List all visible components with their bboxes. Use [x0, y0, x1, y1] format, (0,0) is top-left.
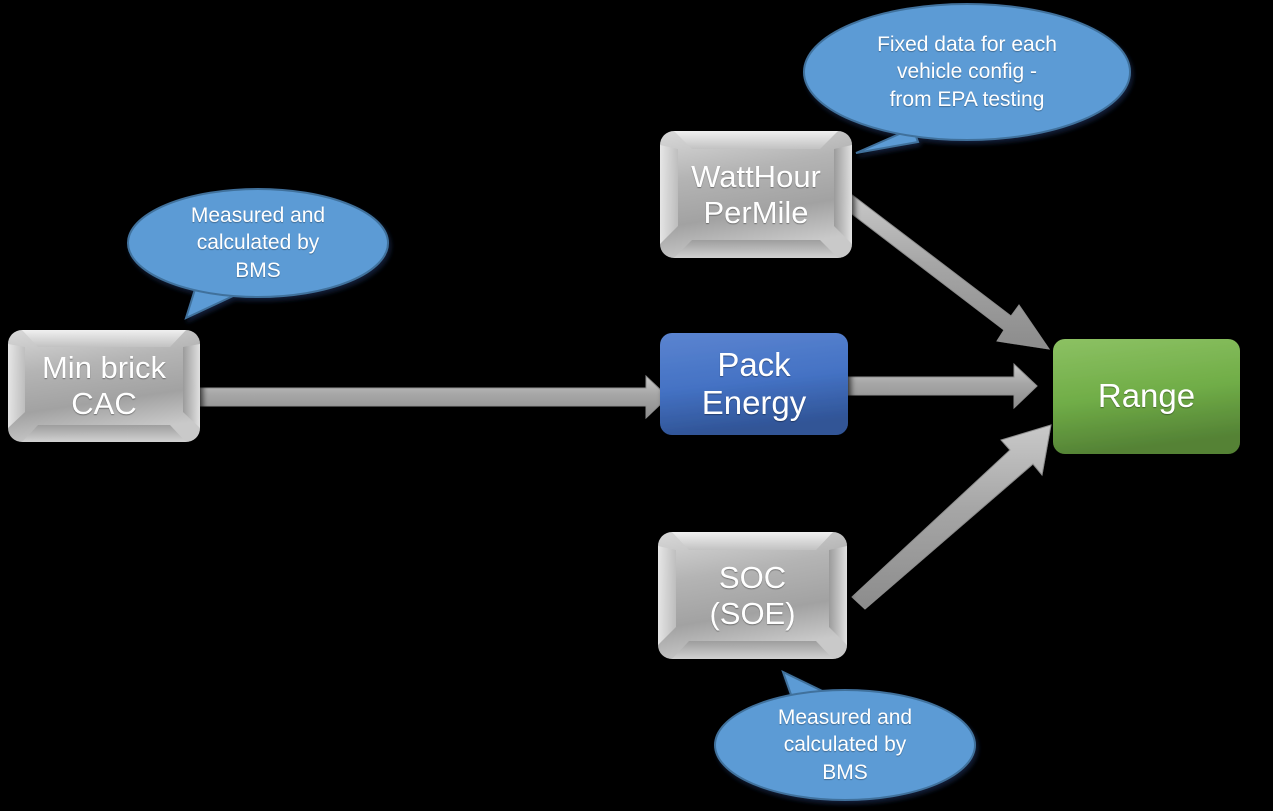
callout-bms-soc	[714, 670, 976, 801]
callout-epa	[803, 3, 1131, 154]
node-range[interactable]	[1053, 339, 1240, 454]
arrow-soc-to-range	[851, 424, 1052, 610]
node-soc-soe[interactable]	[658, 532, 847, 659]
arrow-whpm-to-range	[843, 193, 1051, 350]
node-pack-energy[interactable]	[660, 333, 848, 435]
arrow-pack-to-range	[847, 362, 1038, 410]
node-min-brick-cac[interactable]	[8, 330, 200, 442]
node-watt-hour-per-mile[interactable]	[660, 131, 852, 258]
arrow-cac-to-pack	[199, 374, 669, 420]
callout-bms-cac	[127, 188, 389, 320]
